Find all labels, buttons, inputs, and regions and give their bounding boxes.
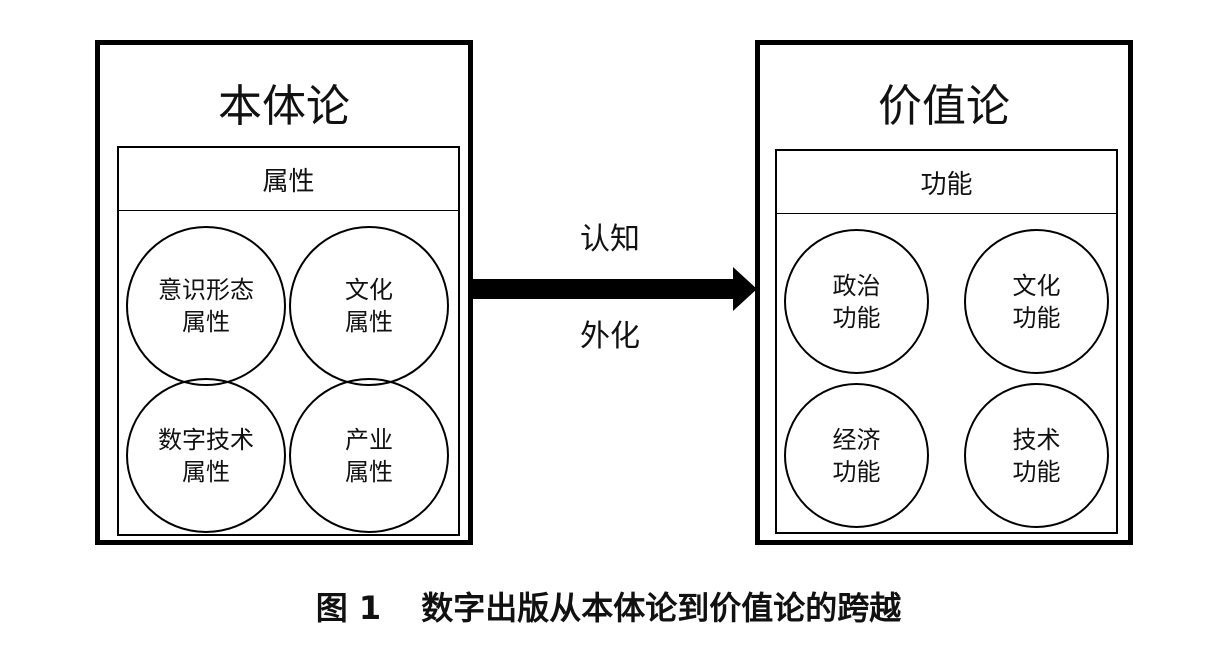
culture-function-circle: 文化 功能 <box>964 229 1109 374</box>
figure-caption-text: 数字出版从本体论到价值论的跨越 <box>421 589 902 627</box>
arrowhead <box>733 267 757 311</box>
arrow-shaft <box>472 279 734 299</box>
arrow-top-label: 认知 <box>580 222 640 257</box>
political-function-circle: 政治 功能 <box>784 229 929 374</box>
technology-function-label: 技术 功能 <box>1012 425 1061 486</box>
axiology-panel: 价值论 功能 政治 功能 文化 功能 经济 功能 技术 功能 <box>755 40 1133 545</box>
economic-function-label: 经济 功能 <box>832 425 881 486</box>
arrow-bottom-label: 外化 <box>580 319 640 354</box>
functions-header: 功能 <box>777 151 1116 214</box>
culture-attribute-label: 文化 属性 <box>345 276 393 336</box>
digital-tech-attribute-label: 数字技术 属性 <box>158 425 254 486</box>
ontology-title: 本体论 <box>218 81 350 132</box>
attributes-header: 属性 <box>119 148 458 211</box>
industry-attribute-label: 产业 属性 <box>345 425 393 486</box>
economic-function-circle: 经济 功能 <box>784 383 929 528</box>
ideology-attribute-circle: 意识形态 属性 <box>126 226 286 386</box>
digital-tech-attribute-circle: 数字技术 属性 <box>126 378 286 533</box>
attributes-box: 属性 意识形态 属性 文化 属性 数字技术 属性 产业 属性 <box>117 146 460 536</box>
industry-attribute-circle: 产业 属性 <box>289 378 449 533</box>
figure-number: 图 1 <box>315 589 382 627</box>
axiology-title: 价值论 <box>878 81 1010 132</box>
culture-function-label: 文化 功能 <box>1012 271 1061 332</box>
ontology-panel: 本体论 属性 意识形态 属性 文化 属性 数字技术 属性 产业 属性 <box>95 40 473 545</box>
culture-attribute-circle: 文化 属性 <box>289 226 449 386</box>
ideology-attribute-label: 意识形态 属性 <box>158 276 254 336</box>
political-function-label: 政治 功能 <box>832 271 881 332</box>
figure-caption: 图 1 数字出版从本体论到价值论的跨越 <box>0 583 1217 629</box>
functions-box: 功能 政治 功能 文化 功能 经济 功能 技术 功能 <box>775 149 1118 534</box>
technology-function-circle: 技术 功能 <box>964 383 1109 528</box>
